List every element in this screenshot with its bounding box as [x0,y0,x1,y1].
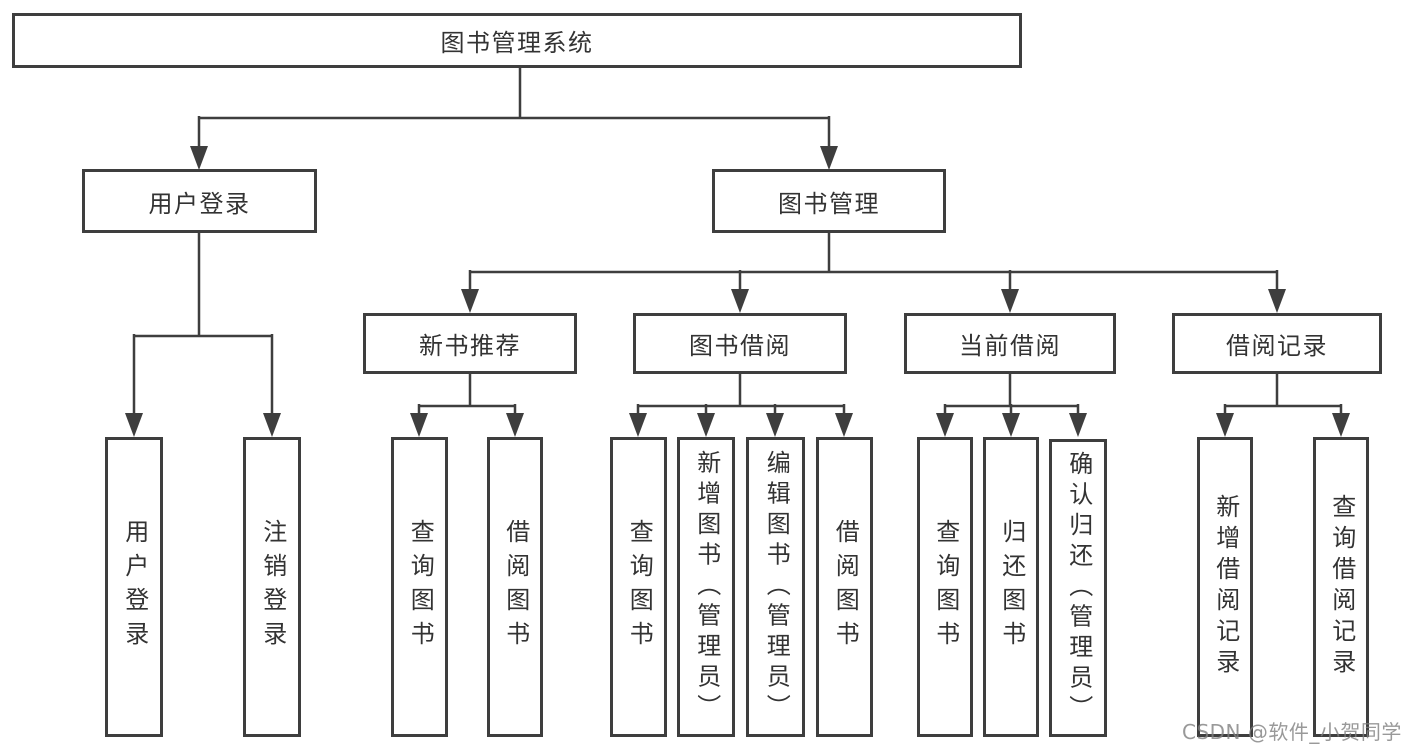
node-library-management-system: 图书管理系统 [12,13,1022,68]
leaf-label: 用户登录 [120,519,149,655]
leaf-label: 查询图书 [625,519,654,655]
arrowhead [263,413,281,437]
arrowhead [835,413,853,437]
connector-current-borrowing-to-leaves [936,374,1087,437]
leaf-query-books-1: 查询图书 [391,437,448,737]
leaf-label: 新增图书（管理员） [692,449,721,725]
leaf-query-borrow-record: 查询借阅记录 [1313,437,1369,737]
arrowhead [461,289,479,313]
arrowhead [506,413,524,437]
arrowhead [1332,413,1350,437]
leaf-borrow-books-2: 借阅图书 [816,437,873,737]
leaf-label: 查询图书 [931,519,960,655]
leaf-label: 注销登录 [258,519,287,655]
arrowhead [1268,289,1286,313]
connector-borrowing-records-to-leaves [1216,374,1350,437]
arrowhead [1069,413,1087,437]
arrowhead [629,413,647,437]
arrowhead [697,413,715,437]
node-new-book-recommend: 新书推荐 [363,313,577,374]
leaf-label: 查询借阅记录 [1327,494,1356,680]
connector-user-login-to-leaves [125,233,281,437]
connector-book-borrowing-to-leaves [629,374,853,437]
leaf-return-book: 归还图书 [983,437,1039,737]
leaf-edit-book-admin: 编辑图书（管理员） [746,437,805,737]
node-current-borrowing: 当前借阅 [904,313,1116,374]
arrowhead [1002,413,1020,437]
connector-new-book-recommend-to-leaves [410,374,524,437]
leaf-label: 借阅图书 [501,519,530,655]
connector-book-management-to-level3 [461,233,1286,313]
leaf-label: 归还图书 [997,519,1026,655]
arrowhead [731,289,749,313]
node-borrowing-records: 借阅记录 [1172,313,1382,374]
csdn-watermark: CSDN @软件_小贺同学 [1182,720,1402,744]
leaf-label: 借阅图书 [831,519,860,655]
leaf-query-books-3: 查询图书 [917,437,973,737]
node-user-login: 用户登录 [82,169,317,233]
node-book-borrowing: 图书借阅 [633,313,847,374]
leaf-add-book-admin: 新增图书（管理员） [677,437,735,737]
leaf-query-books-2: 查询图书 [610,437,667,737]
connector-root-to-level2 [190,68,838,170]
node-book-management: 图书管理 [712,169,946,233]
arrowhead [190,146,208,170]
leaf-label: 编辑图书（管理员） [762,449,791,725]
leaf-logout: 注销登录 [243,437,301,737]
leaf-borrow-books-1: 借阅图书 [487,437,543,737]
leaf-user-login: 用户登录 [105,437,163,737]
arrowhead [820,146,838,170]
arrowhead [936,413,954,437]
arrowhead [125,413,143,437]
arrowhead [1001,289,1019,313]
arrowhead [410,413,428,437]
arrowhead [1216,413,1234,437]
leaf-label: 确认归还（管理员） [1064,450,1093,726]
leaf-confirm-return-admin: 确认归还（管理员） [1049,439,1107,737]
arrowhead [766,413,784,437]
leaf-label: 新增借阅记录 [1211,494,1240,680]
leaf-label: 查询图书 [406,519,435,655]
leaf-add-borrow-record: 新增借阅记录 [1197,437,1253,737]
